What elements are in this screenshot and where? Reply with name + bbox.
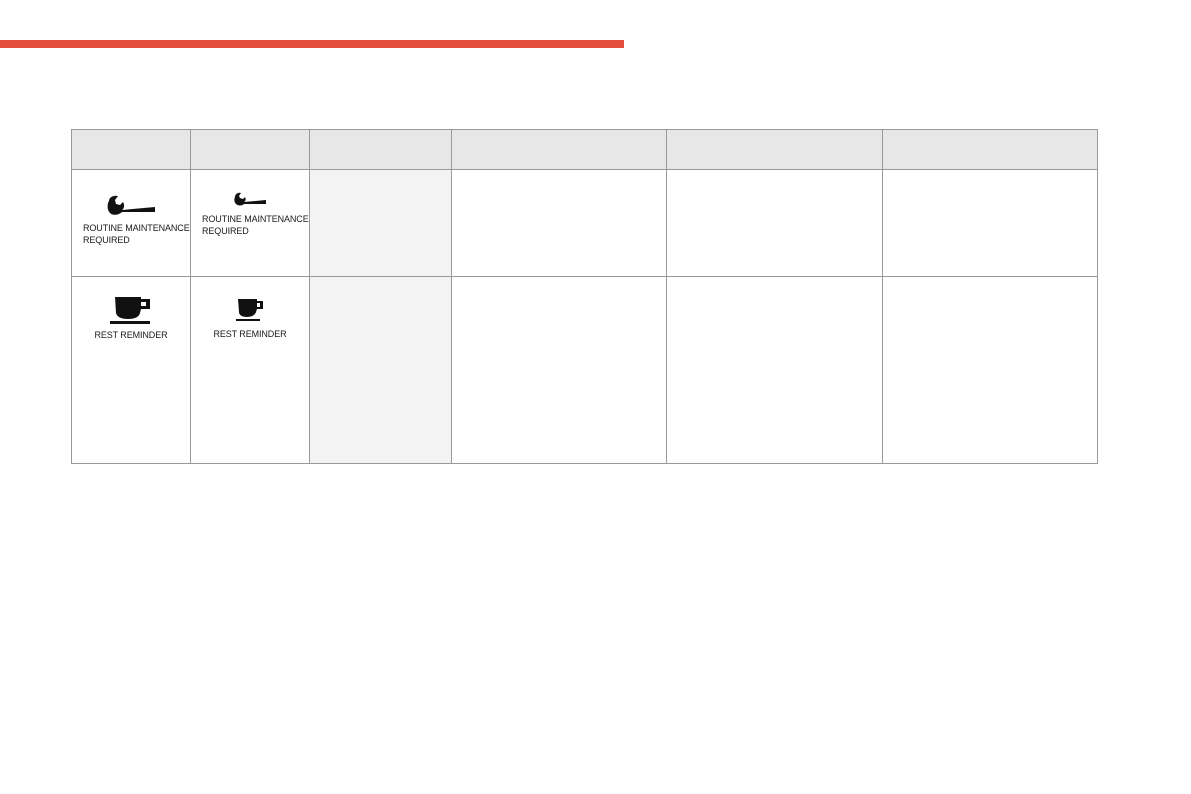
header-cell (451, 129, 667, 170)
header-cell (309, 129, 452, 170)
header-cell (666, 129, 883, 170)
table-cell (882, 169, 1098, 277)
coffee-cup-icon (110, 297, 150, 324)
coffee-cup-icon (236, 299, 263, 321)
maintenance-label-large: ROUTINE MAINTENANCE REQUIRED (83, 223, 190, 245)
wrench-icon (234, 192, 266, 206)
table-row: REST REMINDER REST REMINDER (71, 276, 1098, 464)
table-cell (309, 276, 452, 464)
header-cell (882, 129, 1098, 170)
table-cell (882, 276, 1098, 464)
rest-label-large: REST REMINDER (94, 330, 168, 340)
rest-label-small: REST REMINDER (213, 329, 287, 339)
warning-lamp-table: ROUTINE MAINTENANCE REQUIRED ROUTINE MAI… (71, 129, 1098, 464)
table-header-row (71, 129, 1098, 170)
table-cell (451, 169, 667, 277)
maintenance-label-small: ROUTINE MAINTENANCE REQUIRED (202, 214, 309, 236)
maintenance-icon-cell-large: ROUTINE MAINTENANCE REQUIRED (71, 169, 191, 277)
wrench-icon (107, 195, 155, 215)
header-cell (71, 129, 191, 170)
header-cell (190, 129, 310, 170)
table-cell (666, 276, 883, 464)
maintenance-icon-cell-small: ROUTINE MAINTENANCE REQUIRED (190, 169, 310, 277)
table-cell (309, 169, 452, 277)
rest-icon-cell-large: REST REMINDER (71, 276, 191, 464)
accent-bar (0, 40, 624, 48)
table-cell (451, 276, 667, 464)
table-cell (666, 169, 883, 277)
table-row: ROUTINE MAINTENANCE REQUIRED ROUTINE MAI… (71, 169, 1098, 277)
rest-icon-cell-small: REST REMINDER (190, 276, 310, 464)
